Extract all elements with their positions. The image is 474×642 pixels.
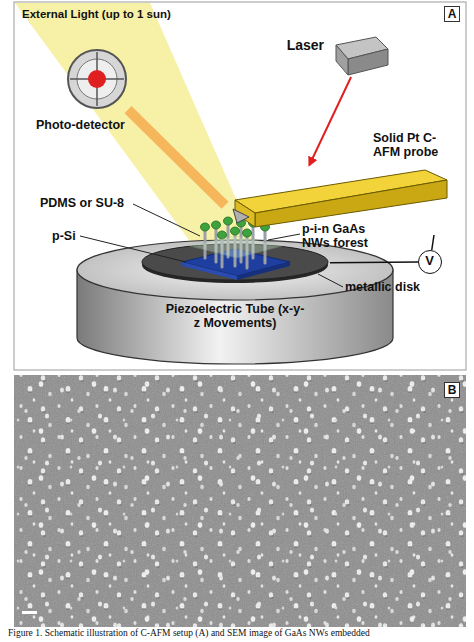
scale-bar [22, 611, 37, 614]
node-text: V [419, 254, 440, 269]
disk-shape [140, 242, 330, 284]
detector-shape [66, 48, 128, 110]
metallic-disk: metallic disk [140, 242, 330, 284]
voltage-source: V [418, 250, 442, 274]
light-label: External Light (up to 1 sun) [22, 8, 222, 21]
sem-image [14, 375, 466, 627]
node-text: Photo-detector [36, 118, 156, 132]
laser-shape [332, 35, 390, 77]
part-label: p-Si [52, 229, 92, 243]
light-beam [15, 3, 262, 262]
panel-frame [14, 2, 466, 370]
part-label: p-i-n GaAs NWs forest [302, 222, 384, 251]
node-text: Piezoelectric Tube (x-y-z Movements) [165, 302, 305, 331]
part-label: PDMS or SU-8 [40, 196, 140, 210]
node-text: B [445, 384, 459, 398]
photo-detector: Photo-detector [66, 48, 128, 110]
reflected-beam [128, 110, 225, 206]
figure-caption: Figure 1. Schematic illustration of C-AF… [8, 628, 470, 639]
laser: Laser [332, 35, 390, 77]
node-text: Laser [268, 37, 324, 53]
wire [432, 235, 434, 250]
laser-beam [309, 77, 351, 165]
node-text: A [445, 8, 459, 22]
sem-grain [14, 375, 466, 627]
node-text: Solid Pt C-AFM probe [373, 131, 453, 160]
panel-tag: B [444, 382, 460, 398]
node-text: metallic disk [345, 280, 455, 294]
panel-tag: A [444, 6, 460, 22]
sem-nanowires [14, 375, 466, 627]
sem-nanowires [14, 375, 466, 627]
